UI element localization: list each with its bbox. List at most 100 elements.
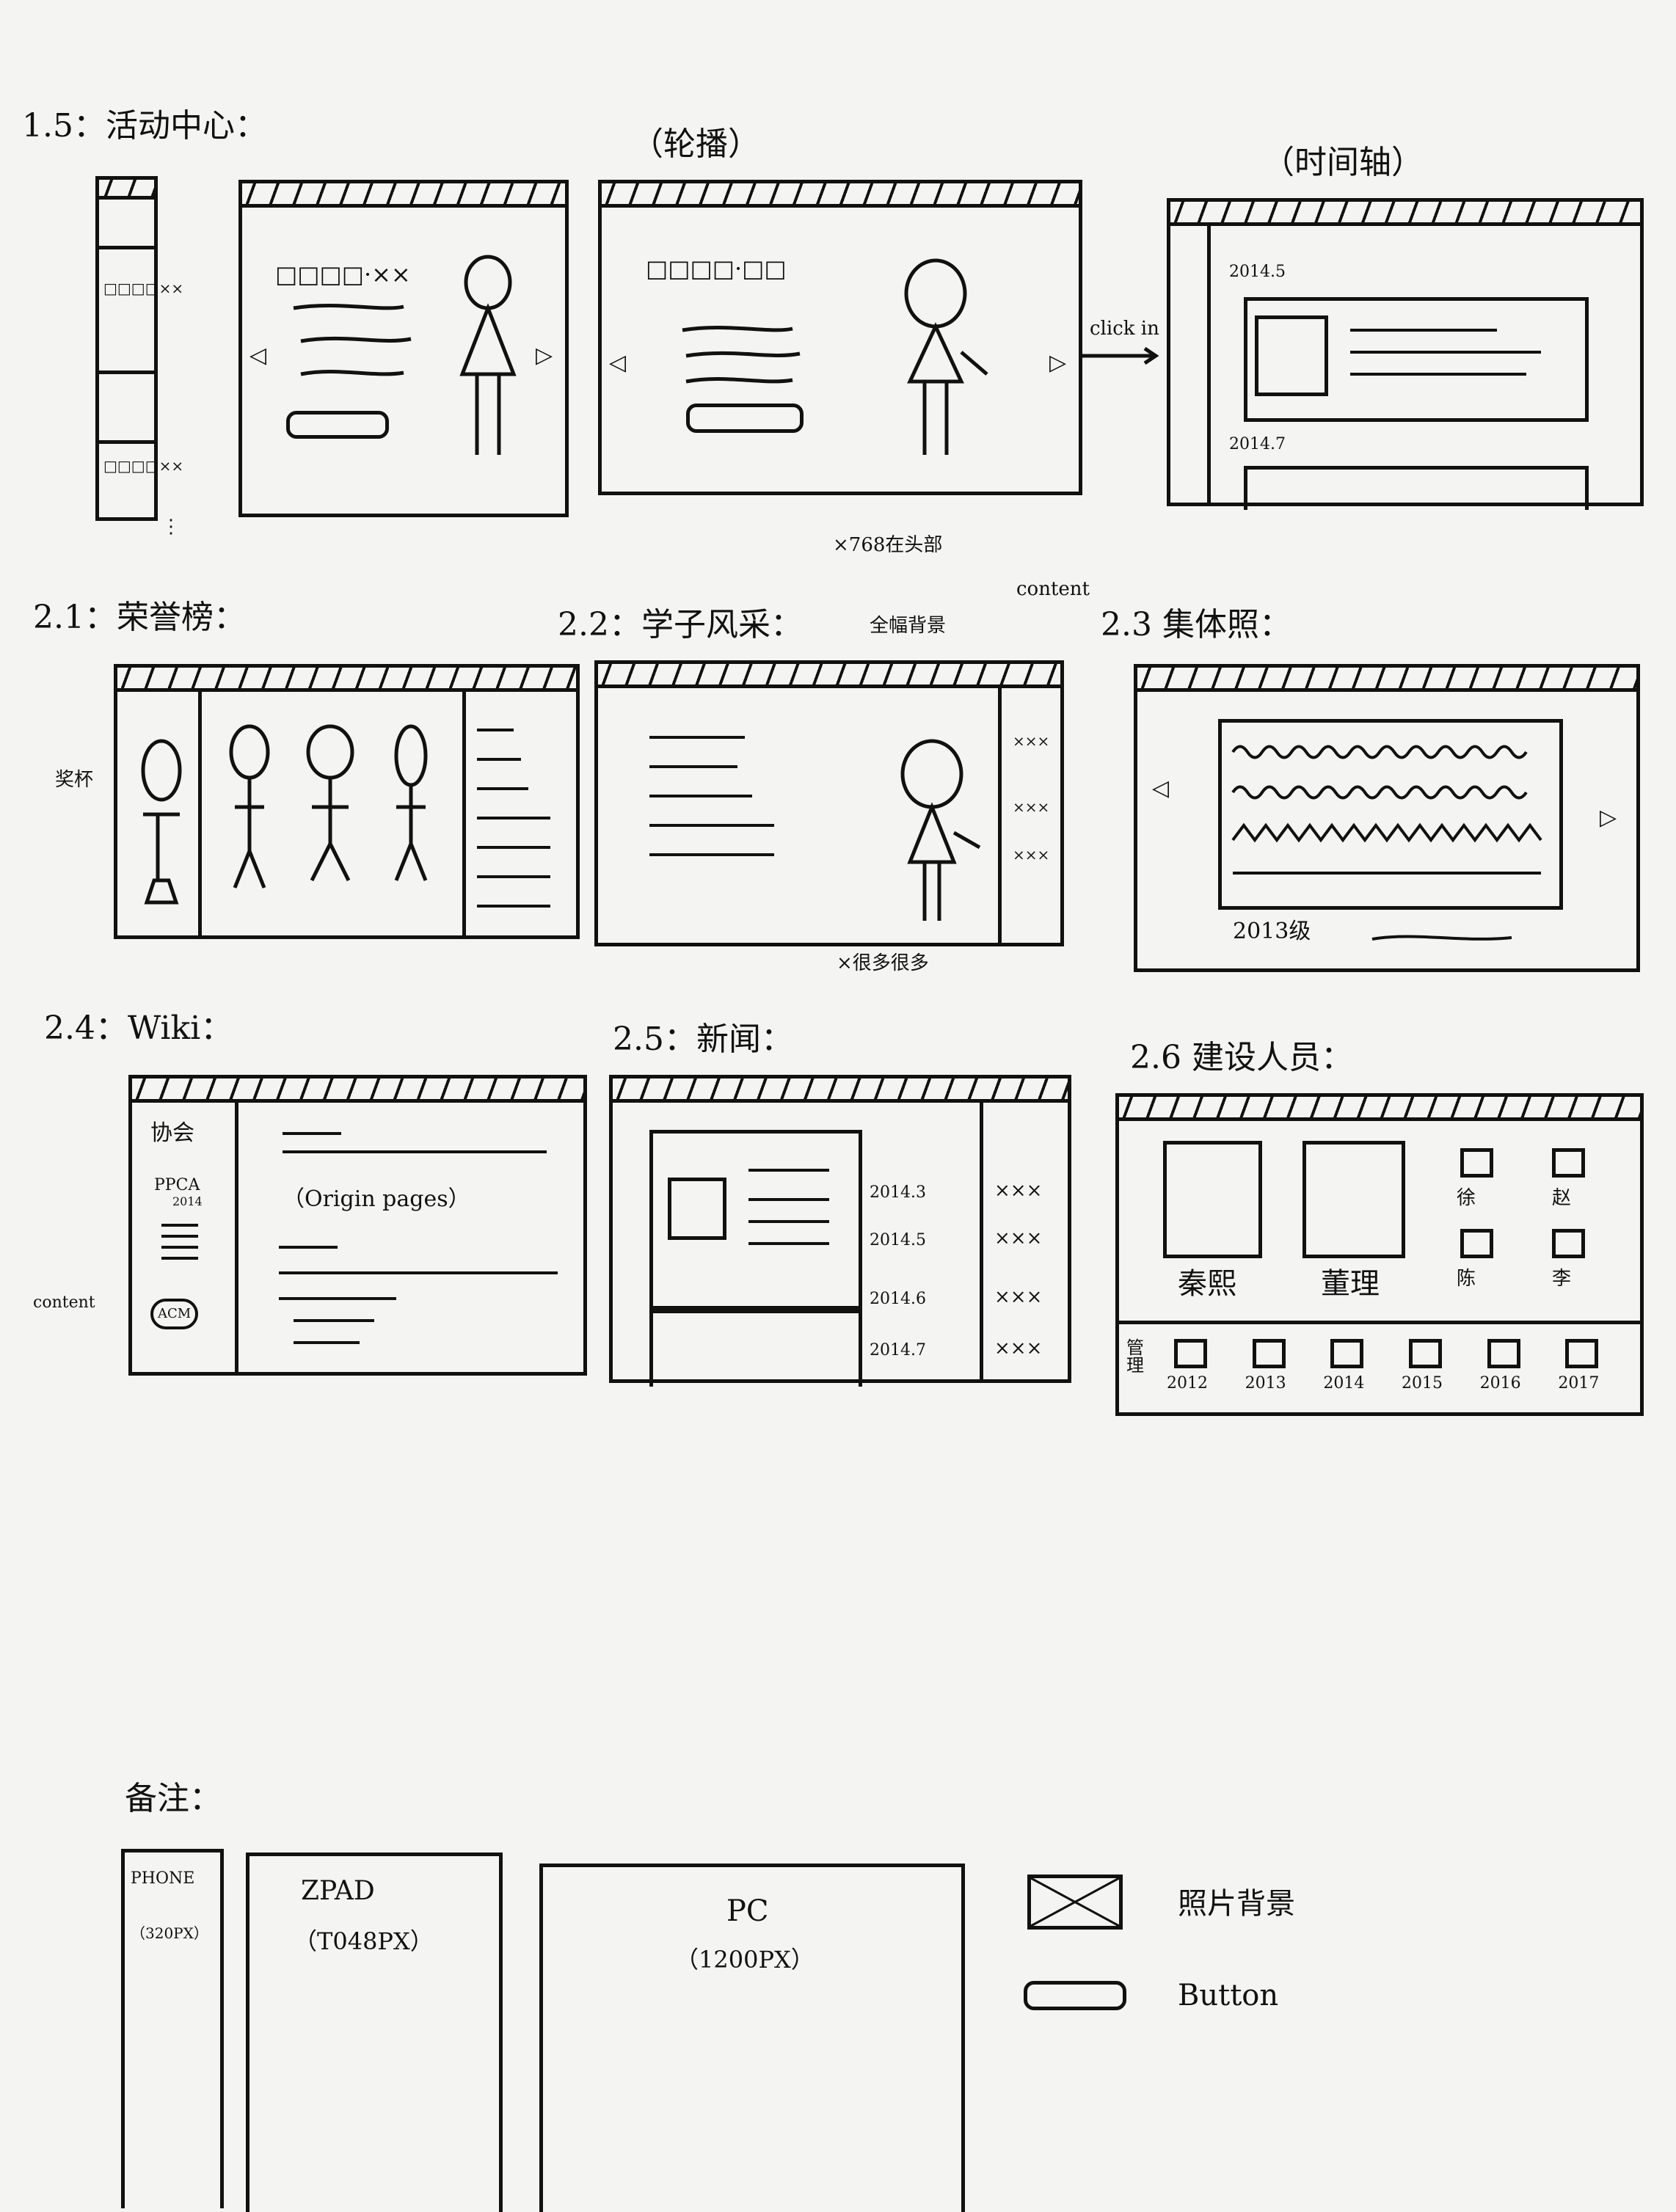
year-thumb[interactable] — [1252, 1339, 1286, 1368]
news-card[interactable] — [649, 1130, 862, 1313]
section-2-3-label: 2.3 集体照： — [1101, 606, 1291, 643]
phone-mockup: □□□□×× □□□□×× — [95, 176, 183, 521]
member-thumb[interactable] — [1460, 1229, 1493, 1258]
news-mockup: 2014.3 2014.5 2014.6 2014.7 ××× ××× ××× … — [609, 1075, 1071, 1387]
pad-label: ZPAD — [301, 1876, 375, 1906]
news-date: 2014.3 — [870, 1183, 926, 1202]
next-arrow-icon[interactable]: ▷ — [1600, 805, 1617, 831]
phone-width: （320PX） — [131, 1924, 208, 1942]
wiki-side-year: 2014 — [172, 1194, 203, 1208]
section-1-5-label: 1.5：活动中心： — [22, 107, 267, 145]
trophy-annotation: 奖杯 — [55, 769, 94, 791]
event-card[interactable] — [1244, 466, 1589, 510]
member-thumb[interactable] — [1552, 1229, 1585, 1258]
side-item[interactable]: ××× — [1013, 846, 1050, 864]
year-label: 2013 — [1245, 1374, 1286, 1392]
year-label: 2016 — [1479, 1374, 1521, 1392]
cta-button[interactable] — [686, 404, 804, 433]
student-style-mockup: ××× ××× ××× — [594, 660, 1064, 946]
timeline-date: 2014.5 — [1229, 263, 1286, 281]
card-title: □□□□·×× — [275, 260, 411, 288]
prev-arrow-icon[interactable]: ◁ — [249, 343, 267, 368]
section-2-6-label: 2.6 建设人员： — [1130, 1039, 1353, 1076]
news-date: 2014.6 — [870, 1290, 926, 1308]
year-thumb[interactable] — [1409, 1339, 1442, 1368]
year-label: 2014 — [1323, 1374, 1365, 1392]
year-thumb[interactable] — [1330, 1339, 1364, 1368]
acm-badge[interactable]: ACM — [150, 1299, 199, 1329]
section-2-2-label: 2.2：学子风采： — [558, 606, 803, 643]
cta-button[interactable] — [286, 411, 389, 439]
year-label: 2015 — [1402, 1374, 1443, 1392]
year-thumb[interactable] — [1487, 1339, 1520, 1368]
member-thumb[interactable] — [1460, 1148, 1493, 1178]
member-name: 秦熙 — [1178, 1267, 1236, 1301]
timeline-mockup: 2014.5 2014.7 — [1167, 198, 1644, 510]
text-lines — [279, 1246, 558, 1344]
news-card[interactable] — [649, 1306, 862, 1387]
stick-figure-icon — [900, 739, 981, 921]
text-lines — [682, 325, 801, 384]
pad-frame: ZPAD （T048PX） — [246, 1853, 503, 2212]
class-year: 2013级 — [1233, 919, 1311, 944]
news-date: 2014.7 — [870, 1341, 926, 1359]
caption-line — [1371, 935, 1512, 941]
side-item[interactable]: ××× — [1013, 798, 1050, 816]
section-2-4-label: 2.4：Wiki： — [44, 1010, 233, 1047]
x768-note: ×768在头部 — [833, 534, 943, 556]
trophy-icon — [141, 739, 182, 905]
group-photo — [1218, 719, 1563, 910]
content-note: content — [33, 1293, 95, 1312]
year-thumb[interactable] — [1565, 1339, 1599, 1368]
news-item[interactable]: ××× — [994, 1286, 1043, 1308]
phone-label: PHONE — [131, 1869, 195, 1888]
news-item[interactable]: ××× — [994, 1180, 1043, 1202]
arrow-right-icon — [1082, 346, 1159, 365]
photo-placeholder-legend-icon — [1027, 1875, 1123, 1930]
text-lines — [161, 1224, 198, 1260]
text-lines — [748, 1169, 829, 1245]
pc-frame: PC （1200PX） — [539, 1864, 965, 2212]
button-legend-label: Button — [1178, 1979, 1279, 2012]
cross-icon — [1030, 1877, 1120, 1927]
crowd-sketch — [1231, 745, 1542, 875]
phone-list-item: □□□□×× — [103, 280, 184, 297]
ranking-list — [477, 729, 550, 908]
year-thumb[interactable] — [1174, 1339, 1207, 1368]
carousel-label: （轮播） — [631, 125, 760, 163]
photo-legend-label: 照片背景 — [1178, 1887, 1295, 1921]
next-arrow-icon[interactable]: ▷ — [536, 343, 553, 368]
year-row-label: 管理 — [1126, 1337, 1144, 1376]
next-arrow-icon[interactable]: ▷ — [1049, 350, 1067, 376]
news-item[interactable]: ××× — [994, 1227, 1043, 1249]
wiki-side-title: 协会 — [150, 1120, 194, 1146]
tablet-mockup: □□□□·×× ◁ ▷ — [238, 180, 569, 517]
text-lines — [293, 303, 412, 376]
prev-arrow-icon[interactable]: ◁ — [609, 350, 627, 376]
year-label: 2012 — [1167, 1374, 1208, 1392]
event-card[interactable] — [1244, 297, 1589, 422]
phone-frame: PHONE （320PX） — [121, 1849, 224, 2208]
side-item[interactable]: ××× — [1013, 732, 1050, 750]
member-photo[interactable] — [1302, 1141, 1405, 1258]
prev-arrow-icon[interactable]: ◁ — [1152, 775, 1170, 801]
phone-list-item: □□□□×× — [103, 457, 184, 475]
news-item[interactable]: ××× — [994, 1337, 1043, 1359]
wiki-mockup: 协会 PPCA 2014 ACM （Origin pages） — [128, 1075, 587, 1376]
ellipsis-more: ⋮ — [161, 516, 181, 538]
member-name: 董理 — [1321, 1267, 1380, 1301]
member-small-name: 徐 — [1457, 1187, 1476, 1209]
pc-label: PC — [726, 1894, 769, 1928]
member-photo[interactable] — [1163, 1141, 1262, 1258]
timeline-label: （时间轴） — [1262, 144, 1424, 181]
wiki-side-subtitle: PPCA — [154, 1176, 200, 1194]
section-2-5-label: 2.5：新闻： — [613, 1021, 793, 1058]
more-note: ×很多很多 — [837, 952, 929, 974]
pc-width: （1200PX） — [675, 1946, 815, 1974]
pc-carousel-mockup: □□□□·□□ ◁ ▷ — [598, 180, 1082, 495]
photo-placeholder — [1255, 315, 1328, 396]
stick-figure-icon — [459, 255, 517, 455]
people-icon — [229, 724, 428, 888]
card-title: □□□□·□□ — [646, 255, 787, 282]
member-thumb[interactable] — [1552, 1148, 1585, 1178]
